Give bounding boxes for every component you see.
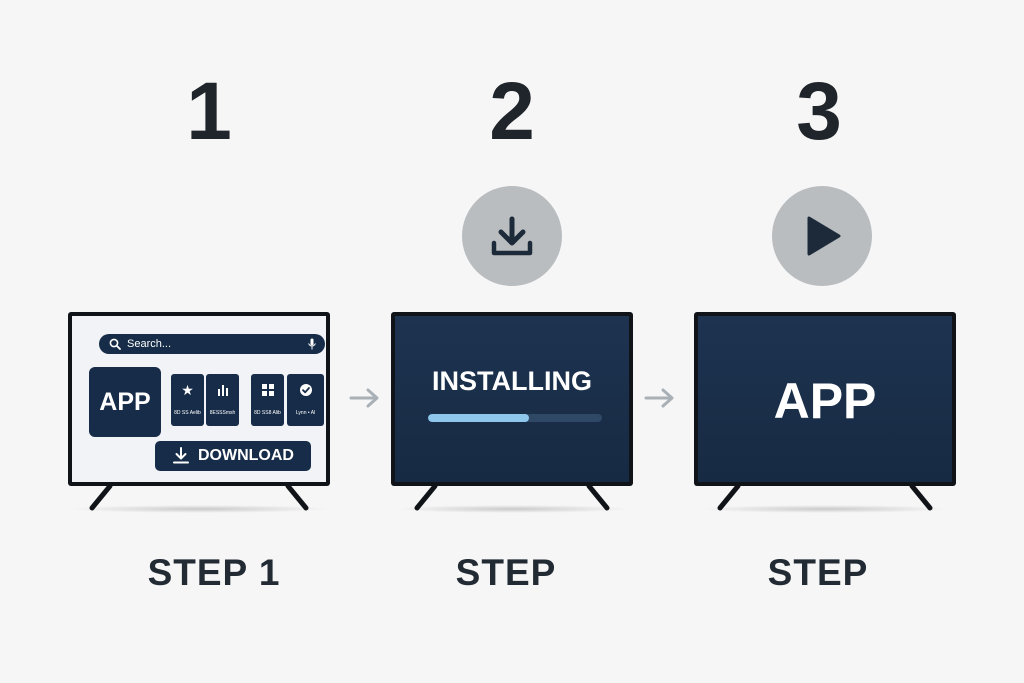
step-1-number: 1 bbox=[186, 66, 232, 157]
tv-step-2: INSTALLING bbox=[391, 312, 633, 486]
mini-tile-3[interactable]: 8D SS8 Alib bbox=[251, 374, 284, 426]
tv-stand-1 bbox=[89, 486, 309, 511]
tv-shadow-2 bbox=[395, 505, 631, 513]
download-badge bbox=[462, 186, 562, 286]
tv-step-3: APP bbox=[694, 312, 956, 486]
download-icon bbox=[491, 216, 533, 256]
installing-text: INSTALLING bbox=[432, 366, 592, 396]
tv-step-1: Search... APP ★ 8D SS Aelib 8ESSSmsh bbox=[68, 312, 330, 486]
mini-tile-label: 8ESSSmsh bbox=[209, 410, 236, 416]
check-circle-icon bbox=[300, 384, 312, 396]
download-button[interactable]: DOWNLOAD bbox=[155, 441, 311, 471]
bar-chart-icon bbox=[218, 385, 228, 396]
app-launch-text: APP bbox=[773, 373, 877, 429]
search-bar[interactable]: Search... bbox=[99, 334, 325, 354]
grid-icon bbox=[262, 384, 274, 396]
tv-screen-app-store: Search... APP ★ 8D SS Aelib 8ESSSmsh bbox=[72, 316, 326, 482]
tv-screen-app: APP bbox=[698, 316, 952, 482]
mini-tile-label: 8D SS8 Alib bbox=[254, 410, 281, 416]
search-placeholder: Search... bbox=[127, 338, 172, 350]
app-tile[interactable]: APP bbox=[89, 367, 161, 437]
tv-shadow-3 bbox=[700, 505, 950, 513]
arrow-right-icon bbox=[644, 388, 674, 408]
search-icon bbox=[109, 338, 121, 350]
mini-tile-label: Lynn • Al bbox=[295, 410, 316, 416]
play-icon bbox=[807, 216, 841, 256]
mini-tile-label: 8D SS Aelib bbox=[174, 410, 201, 416]
arrow-right-icon bbox=[349, 388, 379, 408]
mini-tile-1[interactable]: ★ 8D SS Aelib bbox=[171, 374, 204, 426]
progress-fill bbox=[428, 414, 529, 422]
tv-shadow-1 bbox=[70, 505, 330, 513]
step-3-number: 3 bbox=[796, 66, 842, 157]
step-2-number: 2 bbox=[489, 66, 535, 157]
play-badge bbox=[772, 186, 872, 286]
tv-stand-3 bbox=[717, 486, 933, 511]
tv-stand-2 bbox=[414, 486, 610, 511]
mini-tile-2[interactable]: 8ESSSmsh bbox=[206, 374, 239, 426]
step-1-caption: STEP 1 bbox=[147, 552, 281, 593]
star-icon: ★ bbox=[181, 382, 194, 398]
step-2-caption: STEP bbox=[455, 552, 557, 593]
mic-icon[interactable] bbox=[307, 338, 317, 350]
step-3-caption: STEP bbox=[767, 552, 869, 593]
progress-bar bbox=[428, 414, 602, 422]
download-label: DOWNLOAD bbox=[198, 447, 294, 464]
tv-screen-installing: INSTALLING bbox=[395, 316, 629, 482]
mini-tile-4[interactable]: Lynn • Al bbox=[287, 374, 324, 426]
download-icon bbox=[173, 447, 189, 464]
